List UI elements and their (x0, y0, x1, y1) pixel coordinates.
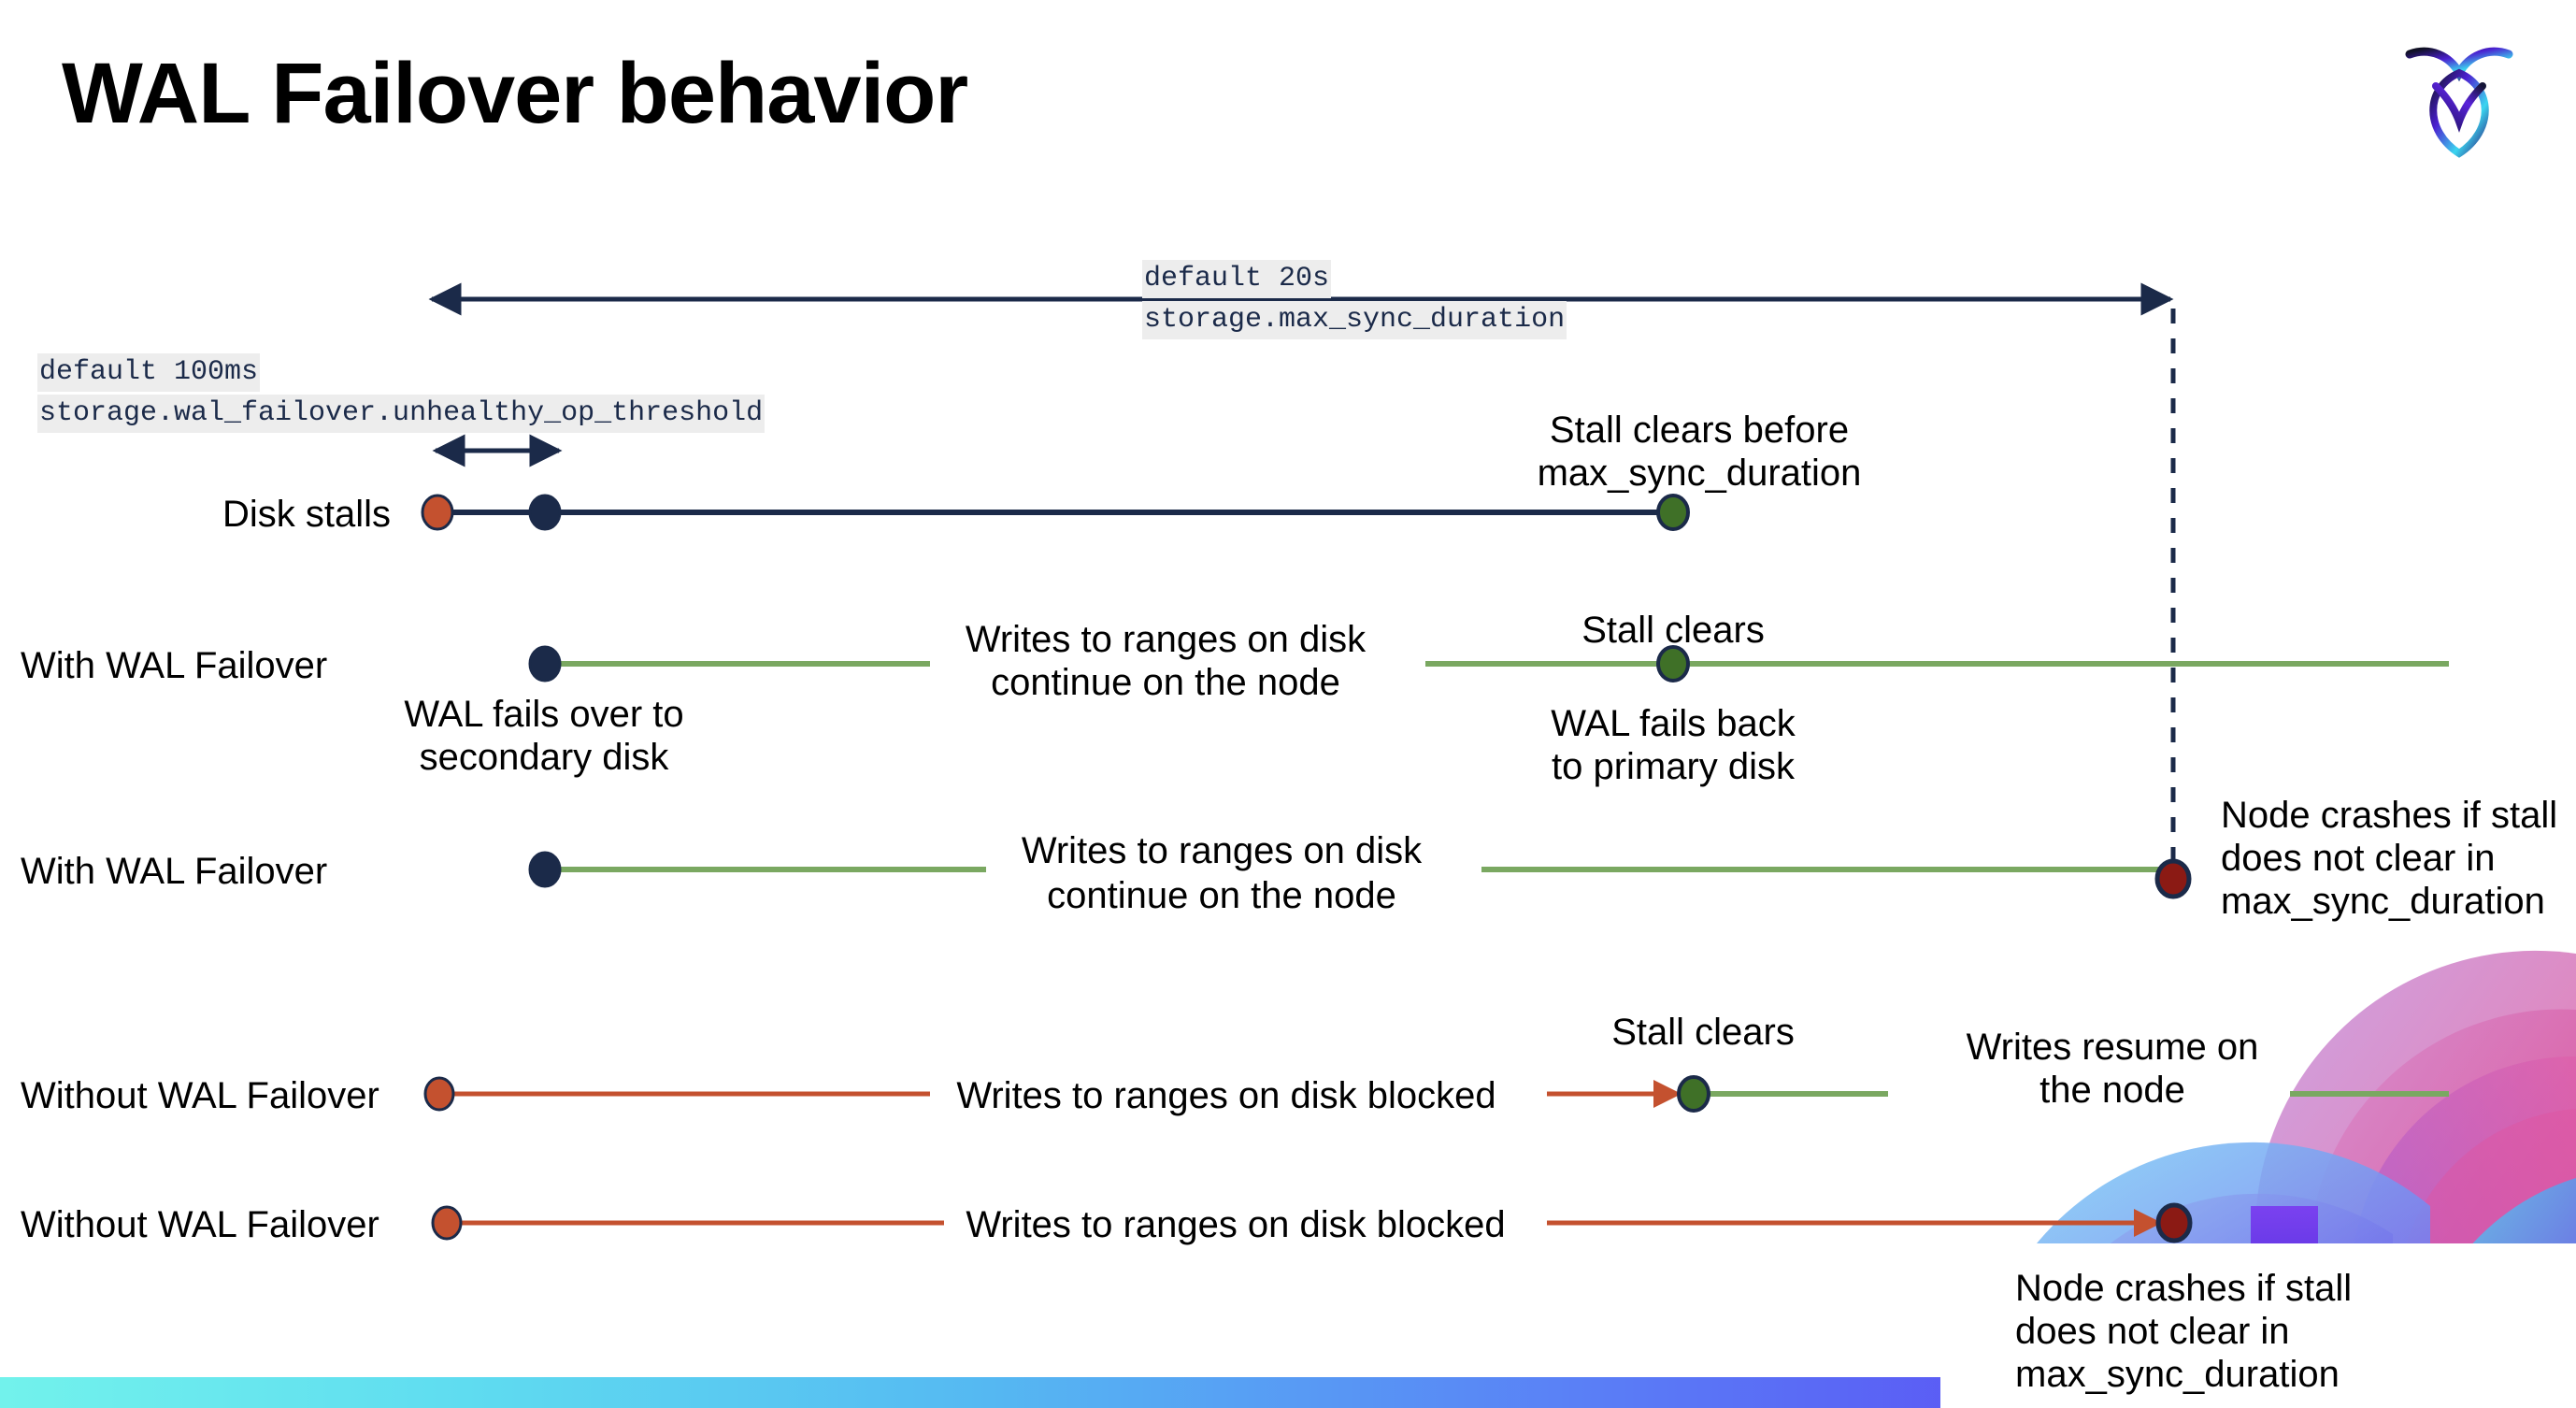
bottom-band-notch (1940, 1377, 2576, 1408)
marker-stall-clears-row2 (1656, 645, 1690, 682)
max-sync-duration-default: default 20s (1142, 260, 1332, 299)
marker-node-crash-row3 (2154, 858, 2192, 899)
marker-threshold-row1 (528, 494, 562, 531)
marker-node-crash-row5 (2155, 1202, 2193, 1243)
marker-failover-row3 (528, 851, 562, 888)
note-node-crashes-row3-line2: does not clear in (2221, 838, 2496, 879)
note-node-crashes-row3-line3: max_sync_duration (2221, 881, 2545, 922)
note-stall-clears-before-line2: max_sync_duration (1537, 453, 1862, 494)
note-node-crashes-row5-line3: max_sync_duration (2015, 1354, 2340, 1395)
note-node-crashes-row5-line2: does not clear in (2015, 1311, 2290, 1352)
note-writes-continue-row3-line1: Writes to ranges on disk (1021, 830, 1423, 871)
note-node-crashes-row3-line1: Node crashes if stall (2221, 795, 2558, 836)
note-node-crashes-row5-line1: Node crashes if stall (2015, 1268, 2353, 1309)
row-label-with-wal-failover-1: With WAL Failover (21, 645, 328, 686)
note-writes-continue-row2-line1: Writes to ranges on disk (965, 619, 1367, 660)
row-label-disk-stalls: Disk stalls (222, 494, 392, 535)
note-writes-resume-line2: the node (2039, 1070, 2185, 1111)
page-title: WAL Failover behavior (62, 46, 968, 141)
cockroachdb-logo (2398, 34, 2520, 161)
note-stall-clears-row2: Stall clears (1581, 610, 1765, 651)
unhealthy-op-threshold-setting: storage.wal_failover.unhealthy_op_thresh… (37, 395, 766, 434)
note-wal-fails-back-line1: WAL fails back (1551, 703, 1796, 744)
note-stall-clears-row4: Stall clears (1611, 1012, 1795, 1053)
marker-stall-start-row4 (423, 1076, 455, 1112)
note-stall-clears-before-line1: Stall clears before (1549, 409, 1850, 451)
note-writes-continue-row2-line2: continue on the node (991, 662, 1340, 703)
note-writes-blocked-row4: Writes to ranges on disk blocked (956, 1075, 1496, 1116)
unhealthy-op-threshold-default: default 100ms (37, 353, 261, 393)
marker-stall-clears-row4 (1677, 1075, 1710, 1113)
note-wal-fails-back-line2: to primary disk (1551, 746, 1796, 787)
note-wal-fails-over-line2: secondary disk (419, 737, 669, 778)
marker-stall-start-row1 (421, 494, 454, 531)
note-wal-fails-over-line1: WAL fails over to (404, 694, 684, 735)
note-writes-resume-line1: Writes resume on (1966, 1027, 2259, 1068)
row-label-without-wal-failover-1: Without WAL Failover (21, 1075, 379, 1116)
row-label-with-wal-failover-2: With WAL Failover (21, 851, 328, 892)
marker-stall-clears-row1 (1656, 494, 1690, 531)
note-writes-blocked-row5: Writes to ranges on disk blocked (966, 1204, 1506, 1245)
marker-stall-start-row5 (431, 1205, 463, 1241)
max-sync-duration-setting: storage.max_sync_duration (1142, 301, 1567, 340)
row-label-without-wal-failover-2: Without WAL Failover (21, 1204, 379, 1245)
marker-failover-row2 (528, 645, 562, 682)
note-writes-continue-row3-line2: continue on the node (1047, 875, 1396, 916)
